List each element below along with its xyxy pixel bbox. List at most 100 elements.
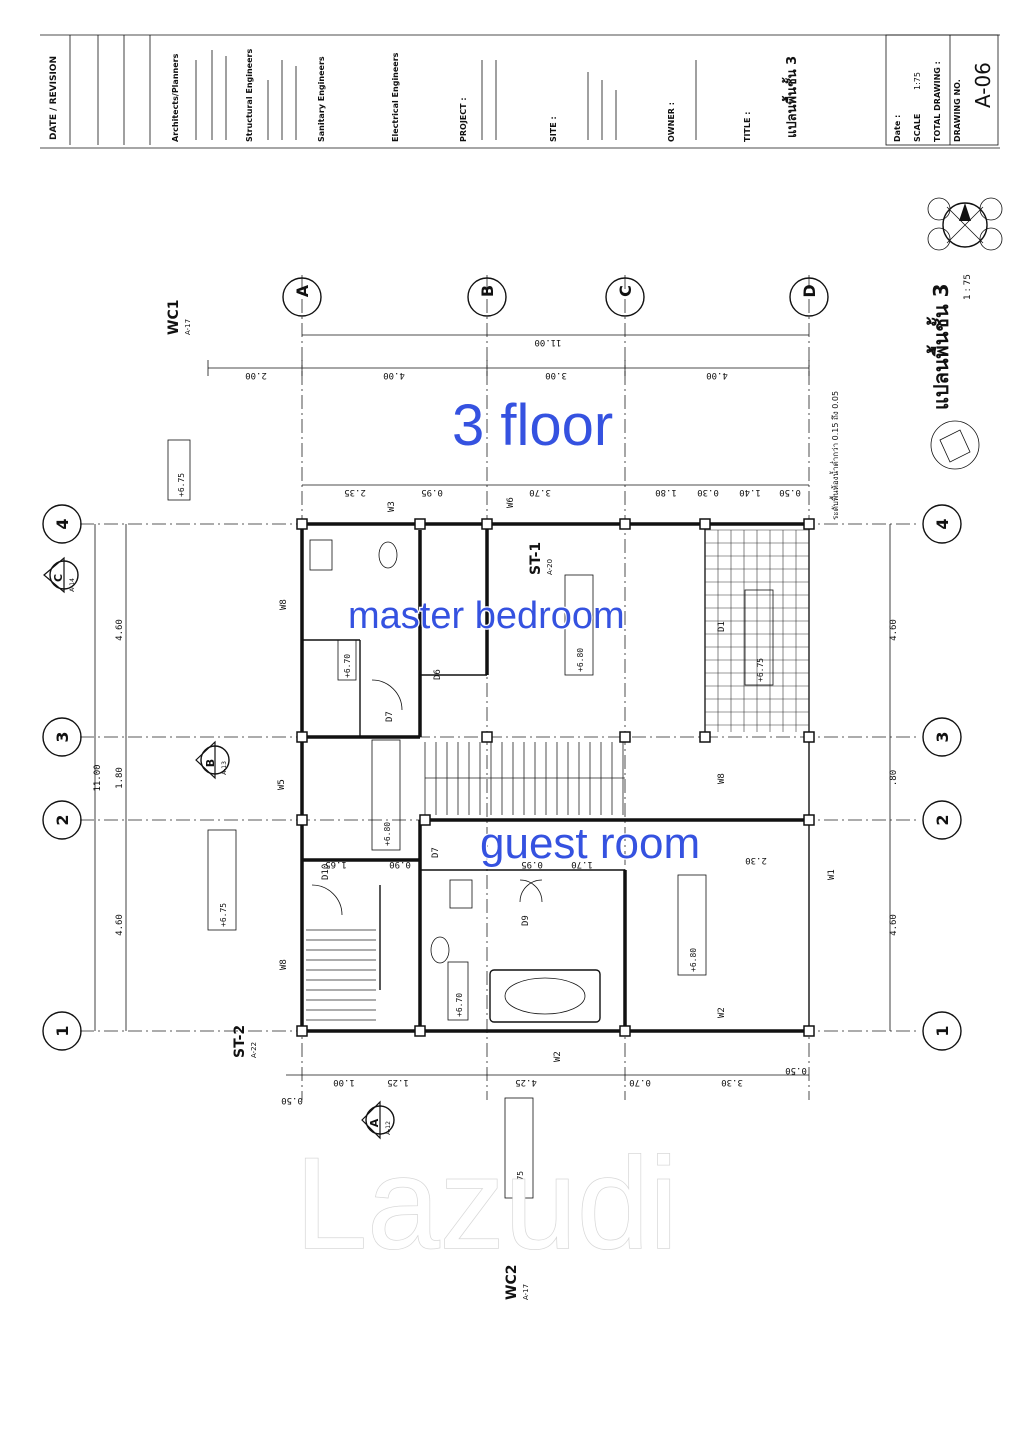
door-tag-d7: D7: [385, 711, 395, 722]
tag-level-master: +6.80: [576, 648, 585, 672]
terrace-tiles: [704, 529, 810, 732]
master-bedroom-label: master bedroom: [348, 595, 625, 637]
slope-note: ระดับพื้นห้องน้ำต่ำกว่า 0.15 ถึง 0.05: [829, 391, 840, 520]
grid-label-4-right: 4: [933, 518, 952, 529]
scale-header: SCALE: [913, 114, 922, 142]
column-square: [619, 1025, 631, 1037]
column-square: [414, 518, 426, 530]
bathtub-icon: [489, 969, 601, 1023]
column-square: [296, 731, 308, 743]
window-tag-w1: W1: [827, 869, 837, 880]
fixtures: [309, 539, 601, 1023]
column-square: [296, 1025, 308, 1037]
grid-label-2-left: 2: [53, 814, 72, 825]
column-square: [699, 731, 711, 743]
sanitary-header: Sanitary Engineers: [317, 56, 326, 142]
dim-right-0: 4.60: [889, 619, 899, 641]
window-tag-w2-bottom: W2: [553, 1051, 563, 1062]
column-square: [419, 814, 431, 826]
svg-text:A-20: A-20: [546, 559, 554, 575]
plan-title: แปลนพื้นชั้น 3 1 : 75: [926, 274, 980, 470]
column-square: [803, 518, 815, 530]
dim-top-1: 4.00: [383, 370, 405, 380]
grid-label-c: C: [616, 285, 635, 297]
tag-level-guest: +6.80: [689, 948, 698, 972]
svg-text:C: C: [52, 574, 65, 582]
tag-level-wc2: +6.75: [516, 1171, 525, 1195]
grid-label-2-right: 2: [933, 814, 952, 825]
svg-text:A-13: A-13: [221, 761, 228, 775]
grid-bubble-c: [605, 277, 645, 317]
svg-text:B: B: [204, 759, 217, 767]
dim-top-total: 11.00: [534, 337, 561, 347]
grid-bubble-1-left: [42, 1011, 82, 1051]
tag-wc1: WC1: [166, 300, 182, 335]
guest-room-label: guest room: [480, 819, 700, 868]
grid-label-d: D: [800, 284, 819, 297]
dim-left-0: 4.60: [115, 619, 125, 641]
dim-bottom-1: 1.00: [333, 1077, 355, 1087]
tag-level-bath3: +6.75: [219, 903, 228, 927]
window-tag-w7-bottom: W8: [279, 959, 289, 970]
svg-text:A-17: A-17: [184, 319, 192, 335]
grid-bubble-2-right: [922, 800, 962, 840]
grid-bubble-b: [467, 277, 507, 317]
grid-label-1-left: 1: [53, 1025, 72, 1036]
window-tag-w7-top: W8: [279, 599, 289, 610]
grid-label-a: A: [293, 284, 312, 297]
dim-mid-4: 2.30: [745, 855, 767, 865]
grid-bubble-2-left: [42, 800, 82, 840]
column-square: [296, 518, 308, 530]
dim-top-2: 3.00: [545, 370, 567, 380]
tag-level-bath-mid: +6.70: [343, 654, 352, 678]
title-block: DATE / REVISION Architects/Planners Stru…: [40, 34, 1000, 149]
grid-label-4-left: 4: [53, 518, 72, 529]
grid-label-b: B: [478, 285, 497, 297]
title-value: แปลนพื้นชั้น 3: [781, 56, 800, 138]
dim-sub-top-4: 0.30: [697, 487, 719, 497]
dim-bottom-6: 0.50: [785, 1065, 807, 1075]
electrical-header: Electrical Engineers: [391, 52, 400, 142]
project-header: PROJECT :: [459, 97, 468, 142]
dim-mid-0: 1.65: [325, 859, 347, 869]
dim-left-total: 11.00: [93, 764, 103, 791]
door-tag-d7-lower: D7: [431, 847, 441, 858]
grid-bubble-4-left: [42, 504, 82, 544]
dim-sub-top-3: 1.80: [655, 487, 677, 497]
dim-bottom-5: 3.30: [721, 1077, 743, 1087]
tag-level-bath2: +6.70: [455, 993, 464, 1017]
plan-title-name: แปลนพื้นชั้น 3: [926, 284, 953, 411]
tag-level-terrace: +6.75: [756, 658, 765, 682]
toilet-icon-2: [430, 936, 450, 964]
svg-text:A: A: [368, 1118, 381, 1127]
level-tags: +6.75 +6.70 +6.80 +6.75 +6.80 +6.70 +6.7…: [167, 439, 774, 1199]
dimension-lines: 11.00 2.00 4.00 3.00 4.00 2.35 0.95 3.70…: [93, 334, 899, 1105]
tag-wc2: WC2: [504, 1265, 520, 1300]
column-square: [414, 1025, 426, 1037]
dim-top-3: 4.00: [706, 370, 728, 380]
sink-icon-2: [449, 879, 473, 909]
toilet-icon: [378, 541, 398, 569]
svg-text:A-22: A-22: [250, 1042, 258, 1058]
grid-label-3-left: 3: [53, 731, 72, 742]
tag-level-bath1: +6.75: [177, 473, 186, 497]
column-square: [699, 518, 711, 530]
door-tag-d10: D10: [321, 864, 331, 880]
sink-icon: [309, 539, 333, 571]
dim-left-2: 4.60: [115, 914, 125, 936]
column-square: [481, 731, 493, 743]
door-tag-d9: D9: [521, 915, 531, 926]
tag-level-stair: +6.80: [383, 822, 392, 846]
tag-st2: ST-2: [232, 1025, 248, 1058]
total-drawing-header: TOTAL DRAWING :: [933, 61, 942, 142]
dim-mid-2: 1.70: [571, 859, 593, 869]
grid-label-1-right: 1: [933, 1025, 952, 1036]
column-square: [296, 814, 308, 826]
room-overlays: 3 floor master bedroom guest room: [347, 392, 702, 870]
grid-bubble-3-right: [922, 717, 962, 757]
svg-text:A-14: A-14: [69, 578, 76, 592]
window-tag-w5: W5: [277, 779, 287, 790]
dim-sub-top-0: 2.35: [344, 487, 366, 497]
dim-top-0: 2.00: [245, 370, 267, 380]
